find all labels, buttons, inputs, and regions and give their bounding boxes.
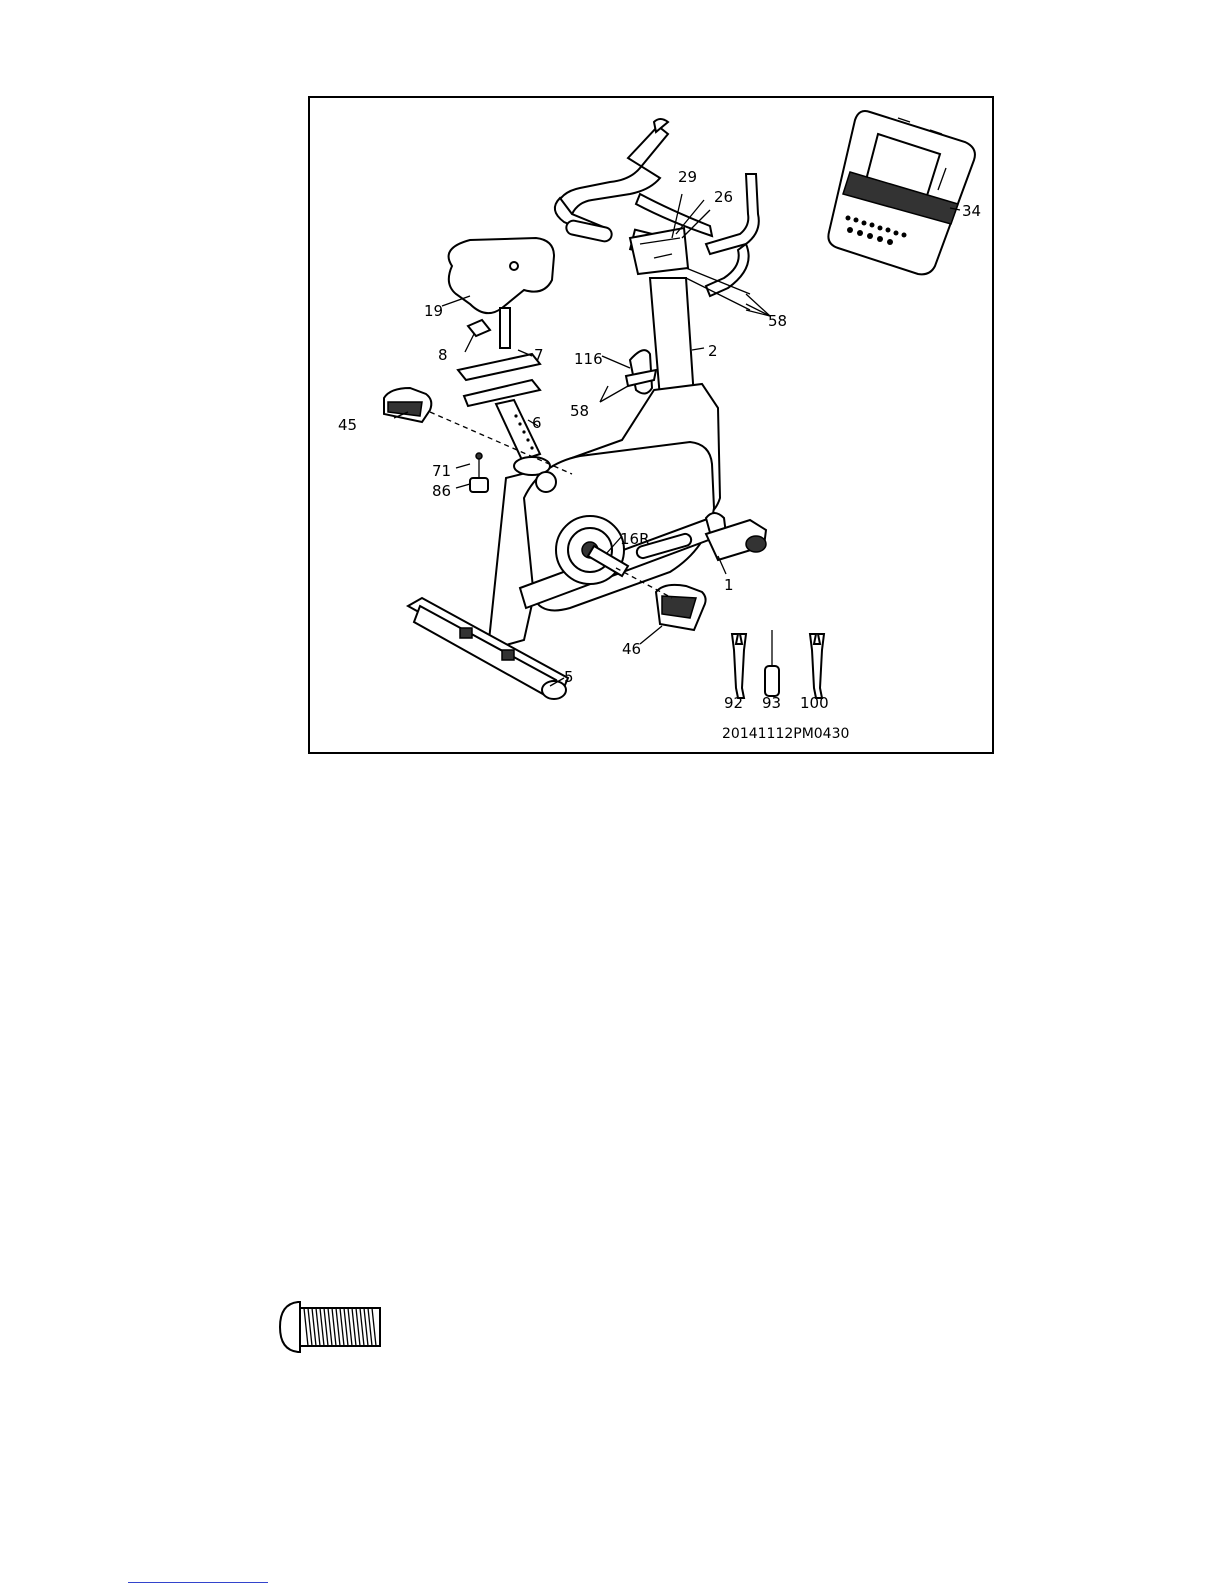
label-100: 100 bbox=[800, 694, 829, 712]
label-58-mid: 58 bbox=[570, 402, 589, 420]
label-71: 71 bbox=[432, 462, 451, 480]
label-45: 45 bbox=[338, 416, 357, 434]
label-93: 93 bbox=[762, 694, 781, 712]
left-pedal-part bbox=[384, 388, 431, 422]
exploded-view-diagram: 29 26 34 19 58 8 7 116 2 45 6 58 71 86 1… bbox=[308, 96, 994, 754]
front-stabilizer-part bbox=[408, 598, 568, 699]
label-7: 7 bbox=[534, 346, 544, 364]
label-58-top: 58 bbox=[768, 312, 787, 330]
label-6: 6 bbox=[532, 414, 542, 432]
right-pedal-part bbox=[656, 585, 706, 630]
exercise-bike-drawing: 29 26 34 19 58 8 7 116 2 45 6 58 71 86 1… bbox=[310, 98, 992, 752]
label-29: 29 bbox=[678, 168, 697, 186]
label-2: 2 bbox=[708, 342, 718, 360]
label-1: 1 bbox=[724, 576, 734, 594]
wrench-icon bbox=[810, 634, 824, 698]
bolt-icon bbox=[278, 1296, 384, 1358]
wrench-icon bbox=[732, 634, 746, 698]
label-16R: 16R bbox=[620, 530, 650, 548]
label-8: 8 bbox=[438, 346, 448, 364]
label-46: 46 bbox=[622, 640, 641, 658]
seat-part bbox=[449, 238, 554, 348]
label-86: 86 bbox=[432, 482, 451, 500]
console-part bbox=[828, 111, 975, 274]
label-26: 26 bbox=[714, 188, 733, 206]
label-5: 5 bbox=[564, 668, 574, 686]
bottle-holder-part bbox=[626, 350, 656, 393]
label-116: 116 bbox=[574, 350, 603, 368]
label-92: 92 bbox=[724, 694, 743, 712]
adjust-knob-part bbox=[470, 453, 488, 492]
label-34: 34 bbox=[962, 202, 981, 220]
screwdriver-icon bbox=[765, 630, 779, 696]
drawing-code: 20141112PM0430 bbox=[722, 726, 849, 742]
label-19: 19 bbox=[424, 302, 443, 320]
footer-rule bbox=[128, 1582, 268, 1583]
